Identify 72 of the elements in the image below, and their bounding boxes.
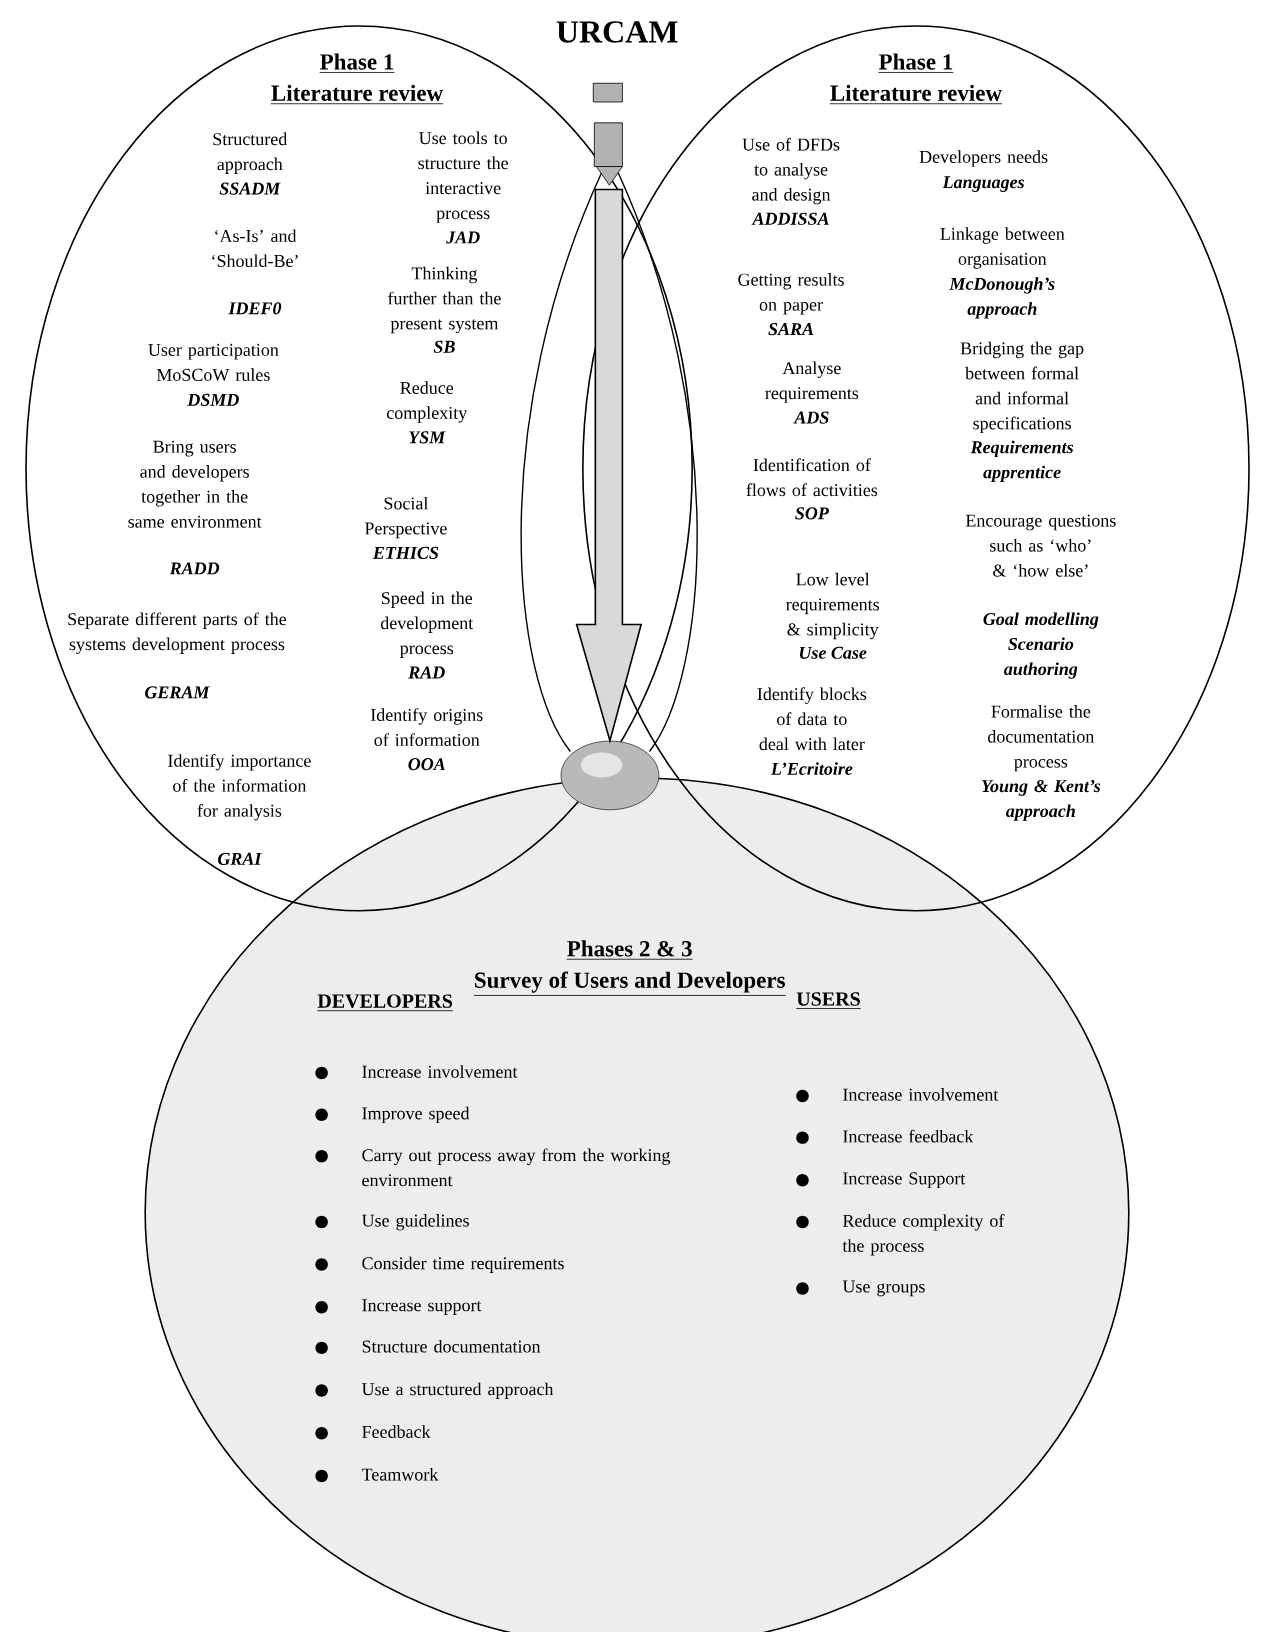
description-text: Separate different parts of the systems development process (68, 612, 287, 654)
heading: Literature review (829, 84, 1003, 105)
description-text: Identify origins of information (370, 708, 483, 746)
arrow (575, 188, 643, 744)
sphere (560, 740, 660, 811)
list-item: Carry out process away from the working environment (362, 1148, 671, 1187)
list-item: Structure documentation (362, 1339, 541, 1353)
list-item: Increase involvement (362, 1065, 518, 1078)
list-item: Use groups (842, 1280, 925, 1297)
list-item: Increase support (362, 1299, 482, 1315)
method-name: GERAM (145, 686, 210, 699)
method-name: ADS (793, 411, 829, 424)
list-item: Reduce complexity of the process (842, 1214, 1005, 1256)
description-text: Getting results on paper (738, 273, 844, 315)
description-text: Identify importance of the information for analysis (168, 753, 311, 821)
description-text: Identification of flows of activities (746, 458, 878, 497)
description-text: Developers needs (919, 150, 1048, 167)
method-name: YSM (409, 431, 446, 444)
description-text: Formalise the documentation process (988, 705, 1095, 772)
heading: Literature review (270, 84, 444, 105)
description-text: Analyse requirements (765, 361, 859, 403)
method-name: IDEF0 (228, 302, 282, 315)
method-name: Languages (942, 176, 1025, 192)
method-name: SARA (768, 323, 814, 336)
description-text: Structured approach (213, 132, 288, 174)
list-item: Consider time requirements (362, 1256, 564, 1273)
description-text: Use of DFDs to analyse and design (742, 137, 840, 205)
method-name: DSMD (187, 393, 239, 406)
description-text: Linkage between organisation (940, 227, 1065, 269)
method-name: JAD (446, 231, 480, 244)
method-name: ETHICS (372, 546, 439, 559)
method-name: SB (433, 340, 455, 353)
method-name: OOA (408, 758, 446, 771)
description-text: Speed in the development process (380, 591, 474, 658)
description-text: Encourage questions such as ‘who’ & ‘how else’ (965, 514, 1116, 577)
method-name: Goal modelling Scenario authoring (983, 612, 1099, 679)
method-name: GRAI (218, 852, 262, 865)
method-name: ADDISSA (751, 212, 829, 225)
column-heading: USERS (795, 992, 862, 1009)
description-text: Social Perspective (365, 496, 447, 539)
method-name: McDonough’s approach (949, 277, 1055, 319)
method-name: Young & Kent’s approach (981, 780, 1101, 821)
list-item: Use guidelines (362, 1214, 469, 1231)
heading: Survey of Users and Developers (473, 971, 786, 996)
method-name: RAD (408, 666, 445, 679)
description-text: Identify blocks of data to deal with later (757, 687, 867, 751)
list-item: Increase Support (843, 1172, 966, 1189)
list-item: Use a structured approach (362, 1382, 554, 1399)
heading: Phase 1 (319, 53, 395, 73)
list-item: Feedback (362, 1425, 431, 1438)
description-text: Reduce complexity (387, 381, 468, 423)
description-text: ‘As-Is’ and ‘Should-Be’ (212, 229, 298, 268)
description-text: Use tools to structure the interactive process (418, 131, 509, 223)
list-item: Improve speed (362, 1106, 470, 1124)
method-name: SOP (795, 507, 829, 520)
method-name: RADD (169, 562, 220, 575)
description-text: User participation MoSCoW rules (148, 343, 279, 382)
method-name: Requirements apprentice (970, 440, 1074, 482)
column-heading: DEVELOPERS (316, 994, 454, 1012)
description-text: Thinking further than the present system (388, 266, 501, 334)
description-text: Low level requirements & simplicity (786, 572, 880, 640)
list-item: Increase involvement (843, 1088, 999, 1101)
description-text: Bridging the gap between formal and informal specifications (960, 341, 1084, 434)
method-name: SSADM (219, 182, 281, 195)
method-name: L’Ecritoire (770, 762, 853, 775)
description-text: Bring users and developers together in the same environment (128, 440, 262, 528)
list-item: Increase feedback (843, 1129, 974, 1143)
title: URCAM (556, 21, 678, 43)
heading: Phases 2 & 3 (566, 940, 694, 960)
method-name: Use Case (799, 646, 867, 659)
list-item: Teamwork (361, 1468, 439, 1481)
heading: Phase 1 (878, 53, 954, 73)
